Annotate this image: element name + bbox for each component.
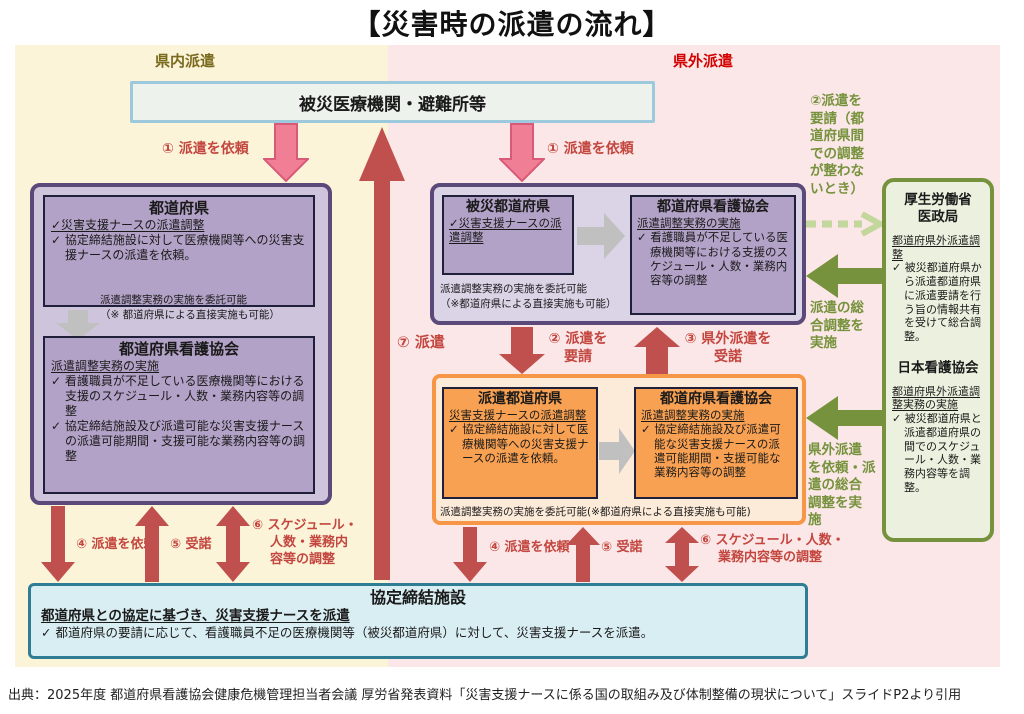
accept-label-5-left: ⑤ 受諾 (170, 537, 212, 552)
dispatching-prefecture-bullet: ✓ 協定締結施設に対して医療機関等への災害支援ナースの派遣を依頼。 (449, 422, 589, 465)
jna-title: 日本看護協会 (897, 359, 979, 376)
source-caption: 出典：2025年度 都道府県看護協会健康危機管理担当者会議 厚労省発表資料「災害… (8, 688, 962, 703)
arrow-right-icon (577, 213, 625, 259)
arrow-down-icon (56, 310, 100, 340)
dispatching-nursing-association-box: 都道府県看護協会 派遣調整実務の実施 ✓ 協定締結施設及び派遣可能な災害支援ナー… (634, 387, 798, 499)
out-prefecture-label: 県外派遣 (673, 52, 734, 70)
page-title: 【災害時の派遣の流れ】 (352, 8, 672, 41)
request-dispatch-label-2: ② 派遣を 要請 (548, 331, 608, 366)
agreement-facility-bullet: ✓ 都道府県の要請に応じて、看護職員不足の医療機関等（被災都道府県）に対して、災… (41, 625, 654, 641)
association-box-bullet: ✓ 看護職員が不足している医療機関等における支援のスケジュール・人数・業務内容等… (637, 230, 788, 288)
arrow-down-icon (499, 327, 545, 374)
association-box-subtitle: 派遣調整実務の実施 (51, 358, 160, 373)
prefecture-nursing-association-box: 都道府県看護協会 派遣調整実務の実施 ✓ 看護職員が不足している医療機関等におけ… (43, 336, 315, 494)
delegation-note: 派遣調整実務の実施を委託可能 （※ 都道府県による直接実施も可能） (100, 294, 280, 321)
association-box-bullet: ✓ 協定締結施設及び派遣可能な災害支援ナースの派遣可能期間・支援可能な業務内容等… (641, 422, 781, 480)
arrow-left-icon (806, 254, 884, 298)
prefecture-box: 都道府県 ✓災害支援ナースの派遣調整 ✓ 協定締結施設に対して医療機関等への災害… (43, 195, 315, 307)
prefecture-group-box: 都道府県 ✓災害支援ナースの派遣調整 ✓ 協定締結施設に対して医療機関等への災害… (30, 183, 332, 505)
arrow-up-icon (135, 506, 169, 582)
arrow-up-icon (566, 527, 600, 582)
prefecture-box-title: 都道府県 (148, 199, 209, 217)
mhlw-title: 厚生労働省 医政局 (904, 192, 972, 225)
arrow-up-down-icon (665, 527, 699, 582)
arrow-down-icon (263, 123, 309, 182)
agreement-facility-title: 協定締結施設 (369, 588, 466, 607)
overall-coordination-label: 派遣の総 合調整を 実施 (810, 300, 864, 352)
association-box-title: 都道府県看護協会 (660, 391, 772, 407)
affected-medical-facility-title: 被災医療機関・避難所等 (299, 94, 486, 115)
affected-prefecture-title: 被災都道府県 (466, 199, 550, 215)
association-box-bullet: ✓ 看護職員が不足している医療機関等における支援のスケジュール・人数・業務内容等… (51, 373, 305, 418)
mhlw-bullet: ✓ 被災都道府県から派遣都道府県に派遣要請を行う旨の情報共有を受けて総合調整。 (892, 261, 982, 343)
accept-out-pref-label-3: ③ 県外派遣を 受諾 (684, 331, 772, 366)
schedule-adjust-label-6-left: ⑥ スケジュール・ 人数・業務内 容等の調整 (252, 518, 358, 567)
dispatching-prefecture-subtitle: 災害支援ナースの派遣調整 (449, 407, 587, 422)
mhlw-subtitle: 都道府県外派遣調整 (892, 233, 980, 261)
arrow-up-icon (359, 127, 405, 580)
association-box-subtitle: 派遣調整実務の実施 (637, 215, 741, 230)
affected-medical-facility-box: 被災医療機関・避難所等 (130, 81, 655, 123)
arrow-down-icon (453, 527, 487, 582)
delegation-note: 派遣調整実務の実施を委託可能 （※都道府県による直接実施も可能） (440, 283, 617, 310)
association-box-title: 都道府県看護協会 (657, 199, 769, 215)
arrow-right-dashed-icon (806, 212, 886, 236)
request-dispatch-label-4-right: ④ 派遣を依頼 (489, 540, 570, 555)
arrow-left-icon (806, 396, 884, 440)
agreement-facility-box: 協定締結施設 都道府県との協定に基づき、災害支援ナースを派遣 ✓ 都道府県の要請… (28, 583, 808, 659)
national-organizations-box: 厚生労働省 医政局 都道府県外派遣調整 ✓ 被災都道府県から派遣都道府県に派遣要… (882, 178, 994, 542)
arrow-down-icon (499, 123, 545, 182)
agreement-facility-subtitle: 都道府県との協定に基づき、災害支援ナースを派遣 (41, 608, 350, 625)
association-box-title: 都道府県看護協会 (118, 340, 239, 358)
delegation-note: 派遣調整実務の実施を委託可能(※都道府県による直接実施も可能) (440, 506, 751, 518)
affected-nursing-association-box: 都道府県看護協会 派遣調整実務の実施 ✓ 看護職員が不足している医療機関等におけ… (630, 195, 796, 315)
prefecture-box-subtitle: ✓災害支援ナースの派遣調整 (51, 217, 205, 232)
request-dispatch-label-right: ① 派遣を依頼 (547, 141, 634, 157)
dispatch-label-7: ⑦ 派遣 (397, 333, 445, 351)
schedule-adjust-label-6-right: ⑥ スケジュール・人数・ 業務内容等の調整 (700, 533, 845, 565)
affected-prefecture-subtitle: ✓災害支援ナースの派遣調整 (449, 215, 562, 245)
association-box-bullet: ✓ 協定締結施設及び派遣可能な災害支援ナースの派遣可能期間・支援可能な業務内容等… (51, 418, 306, 463)
request-dispatch-label-left: ① 派遣を依頼 (162, 141, 249, 157)
arrow-right-icon (599, 428, 635, 474)
out-pref-coordination-label: 県外派遣 を依頼・派 遣の総合 調整を実 施 (808, 442, 876, 529)
request-dispatch-label-4-left: ④ 派遣を依頼 (76, 537, 157, 552)
dispatching-prefecture-title: 派遣都道府県 (478, 391, 562, 407)
national-request-label-2: ②派遣を 要請（都 道府県間 での調整 が整わな いとき） (810, 93, 864, 197)
dispatching-prefecture-group-box: 派遣都道府県 災害支援ナースの派遣調整 ✓ 協定締結施設に対して医療機関等への災… (432, 374, 806, 525)
dispatching-prefecture-box: 派遣都道府県 災害支援ナースの派遣調整 ✓ 協定締結施設に対して医療機関等への災… (442, 387, 598, 499)
prefecture-box-bullet: ✓ 協定締結施設に対して医療機関等への災害支援ナースの派遣を依頼。 (51, 232, 305, 262)
affected-prefecture-box: 被災都道府県 ✓災害支援ナースの派遣調整 (442, 195, 574, 275)
association-box-subtitle: 派遣調整実務の実施 (641, 407, 745, 422)
affected-prefecture-group-box: 被災都道府県 ✓災害支援ナースの派遣調整 都道府県看護協会 派遣調整実務の実施 … (430, 183, 806, 325)
jna-bullet: ✓ 被災都道府県と派遣都道府県の間でのスケジュール・人数・業務内容等を調整。 (892, 412, 982, 494)
arrow-up-down-icon (216, 506, 250, 582)
arrow-up-icon (634, 327, 680, 374)
jna-subtitle: 都道府県外派遣調整実務の実施 (892, 384, 980, 412)
arrow-down-icon (41, 506, 75, 582)
in-prefecture-label: 県内派遣 (155, 52, 216, 70)
accept-label-5-right: ⑤ 受諾 (601, 540, 643, 555)
